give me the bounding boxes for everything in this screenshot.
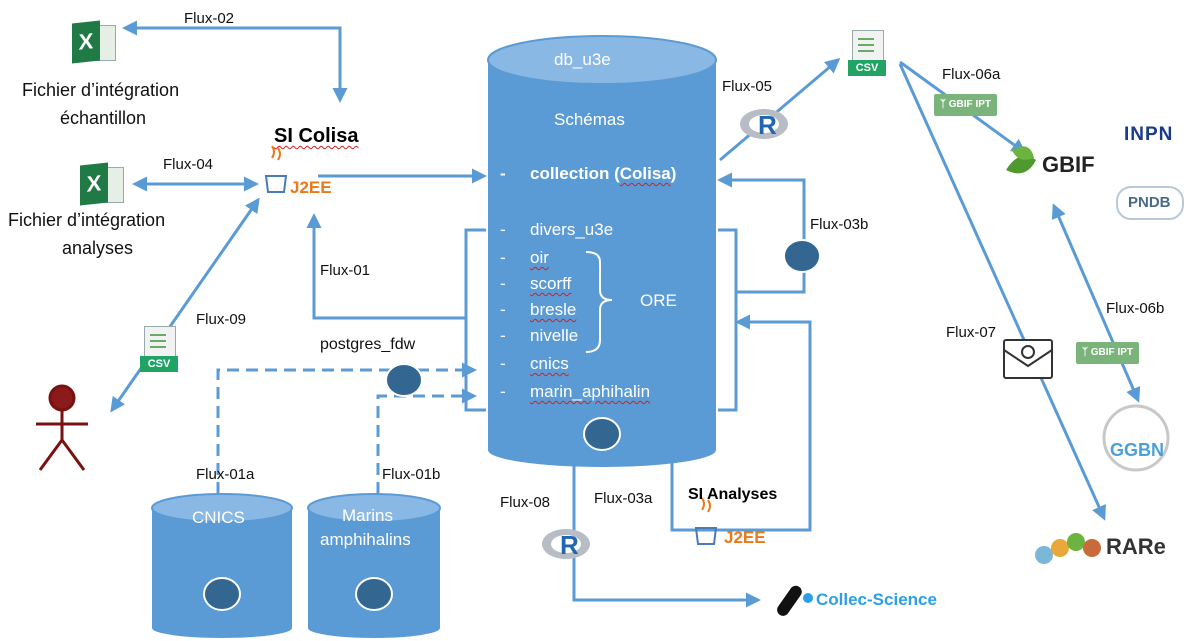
- postgres-icon-fdw: [385, 363, 423, 397]
- flux-01a-label: Flux-01a: [196, 466, 255, 483]
- excel-file-icon-echantillon: X: [72, 20, 116, 64]
- rare-logo-text: RARe: [1106, 534, 1166, 559]
- test-tube-icon: [777, 585, 813, 616]
- ggbn-logo-ring: [1102, 404, 1170, 472]
- db-name: db_u3e: [554, 50, 611, 69]
- schema-bracket-left: [464, 228, 486, 412]
- schema-marin-dash: -: [500, 382, 506, 401]
- schema-nivelle: nivelle: [530, 326, 579, 345]
- flux-04-label: Flux-04: [163, 156, 214, 173]
- flux-09-arrow: [110, 197, 260, 413]
- r-letter-08: R: [560, 530, 579, 560]
- schema-marin: marin_aphihalin: [530, 382, 651, 401]
- postgres-icon-03b: [783, 239, 821, 273]
- flux-06a-label: Flux-06a: [942, 66, 1001, 83]
- user-icon: [36, 384, 88, 471]
- r-icon-08: [542, 529, 590, 559]
- flux-02-arrow: [122, 20, 348, 103]
- schema-scorff: scorff: [530, 274, 572, 293]
- flux-01b-dashed: [376, 388, 477, 494]
- r-icon-05: [740, 109, 788, 139]
- schema-bracket-right: [718, 228, 738, 412]
- schema-scorff-dash: -: [500, 274, 506, 293]
- flux-07-arrow: [898, 63, 1106, 521]
- j2ee-analyses-label: J2EE: [724, 528, 766, 547]
- postgres-icon-db: [583, 417, 621, 451]
- flux-02-label: Flux-02: [184, 10, 235, 27]
- flux-08-label: Flux-08: [500, 494, 551, 511]
- collec-science-logo-text: Collec-Science: [816, 590, 937, 609]
- java-icon-colisa: [264, 145, 288, 193]
- schema-nivelle-dash: -: [500, 326, 506, 345]
- r-letter-05: R: [758, 110, 777, 140]
- pndb-logo-ring: [1116, 186, 1184, 220]
- java-icon-analyses: [694, 497, 718, 545]
- inpn-logo-text: INPN: [1124, 124, 1174, 145]
- postgres-icon-cnics: [203, 577, 241, 611]
- schema-bresle: bresle: [530, 300, 577, 319]
- j2ee-colisa-label: J2EE: [290, 178, 332, 197]
- marins-cylinder: [307, 493, 441, 638]
- ggbn-logo-text: GGBN: [1110, 440, 1164, 460]
- flux-08-arrow: [572, 462, 761, 608]
- gbif-ipt-chip-06a: ᛉ GBIF IPT: [934, 94, 998, 116]
- gbif-logo-text: GBIF: [1042, 152, 1095, 177]
- flux-03a-label: Flux-03a: [594, 490, 653, 507]
- fichier-analyses-line1: Fichier d’intégration: [8, 210, 166, 230]
- ore-label: ORE: [640, 291, 677, 310]
- fichier-analyses-line2: analyses: [62, 238, 134, 258]
- rare-logo-shapes: [1035, 533, 1101, 564]
- flux-01-arrow: [306, 213, 466, 320]
- db-u3e-cylinder: [487, 35, 717, 467]
- ore-brace: [585, 251, 613, 353]
- flux-03b-label: Flux-03b: [810, 216, 869, 233]
- fichier-echantillon-line1: Fichier d’intégration: [22, 80, 180, 100]
- flux-01b-label: Flux-01b: [382, 466, 441, 483]
- si-analyses-title: SI Analyses: [688, 486, 778, 503]
- csv-file-icon-09: CSV: [140, 326, 178, 372]
- schema-collection-dash: -: [500, 164, 506, 183]
- excel-file-icon-analyses: X: [80, 162, 124, 206]
- flux-03b-arrow: [717, 172, 806, 294]
- flux-07-label: Flux-07: [946, 324, 997, 341]
- flux-09-label: Flux-09: [196, 311, 247, 328]
- flux-06b-arrow: [1051, 203, 1141, 403]
- cnics-cylinder: [151, 493, 293, 638]
- flux-05-label: Flux-05: [722, 78, 773, 95]
- flux-03a-arrow: [670, 314, 812, 532]
- schema-oir-dash: -: [500, 248, 506, 267]
- gbif-leaf-icon: [1006, 146, 1036, 174]
- fichier-echantillon-line2: échantillon: [60, 108, 147, 128]
- flux-01-label: Flux-01: [320, 262, 371, 279]
- postgres-fdw-label: postgres_fdw: [320, 336, 416, 353]
- postgres-icon-marins: [355, 577, 393, 611]
- schema-cnics-dash: -: [500, 354, 506, 373]
- marins-db-label-line2: amphihalins: [320, 530, 411, 549]
- db-schemas-title: Schémas: [554, 110, 625, 129]
- schema-divers-dash: -: [500, 220, 506, 239]
- schema-cnics: cnics: [530, 354, 569, 373]
- schema-oir: oir: [530, 248, 549, 267]
- flux-06b-label: Flux-06b: [1106, 300, 1165, 317]
- marins-db-label-line1: Marins: [342, 506, 394, 525]
- schema-divers: divers_u3e: [530, 220, 614, 239]
- pndb-logo-text: PNDB: [1128, 194, 1171, 211]
- si-colisa-title: SI Colisa: [274, 125, 359, 147]
- csv-file-icon-05: CSV: [848, 30, 886, 76]
- email-icon: [1003, 339, 1053, 379]
- gbif-ipt-chip-06b: ᛉ GBIF IPT: [1076, 342, 1140, 364]
- schema-bresle-dash: -: [500, 300, 506, 319]
- schema-collection: collection (Colisa): [530, 164, 677, 183]
- flux-05-arrow: [719, 58, 841, 162]
- cnics-db-label: CNICS: [192, 508, 245, 527]
